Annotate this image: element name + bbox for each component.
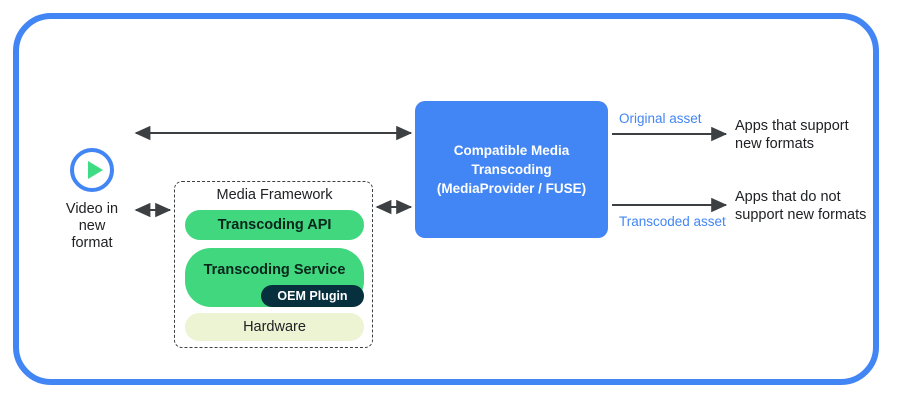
edge-label-original-asset: Original asset xyxy=(619,111,702,126)
compatible-media-transcoding-node[interactable]: Compatible Media Transcoding (MediaProvi… xyxy=(415,101,608,238)
video-source-node: Video in new format xyxy=(40,148,144,252)
media-framework-title: Media Framework xyxy=(216,187,333,203)
media-framework-group: Media Framework Transcoding API Transcod… xyxy=(174,181,373,348)
video-source-caption: Video in new format xyxy=(65,201,119,251)
play-triangle-icon xyxy=(88,161,103,179)
play-circle-icon xyxy=(70,148,114,192)
layer-oem-plugin[interactable]: OEM Plugin xyxy=(261,285,364,307)
layer-hardware[interactable]: Hardware xyxy=(185,313,364,341)
layer-transcoding-api[interactable]: Transcoding API xyxy=(185,210,364,240)
edge-label-transcoded-asset: Transcoded asset xyxy=(619,214,726,229)
outer-frame-border xyxy=(13,13,879,385)
consumer-apps-supporting: Apps that support new formats xyxy=(735,118,849,152)
consumer-apps-not-supporting: Apps that do not support new formats xyxy=(735,189,867,223)
